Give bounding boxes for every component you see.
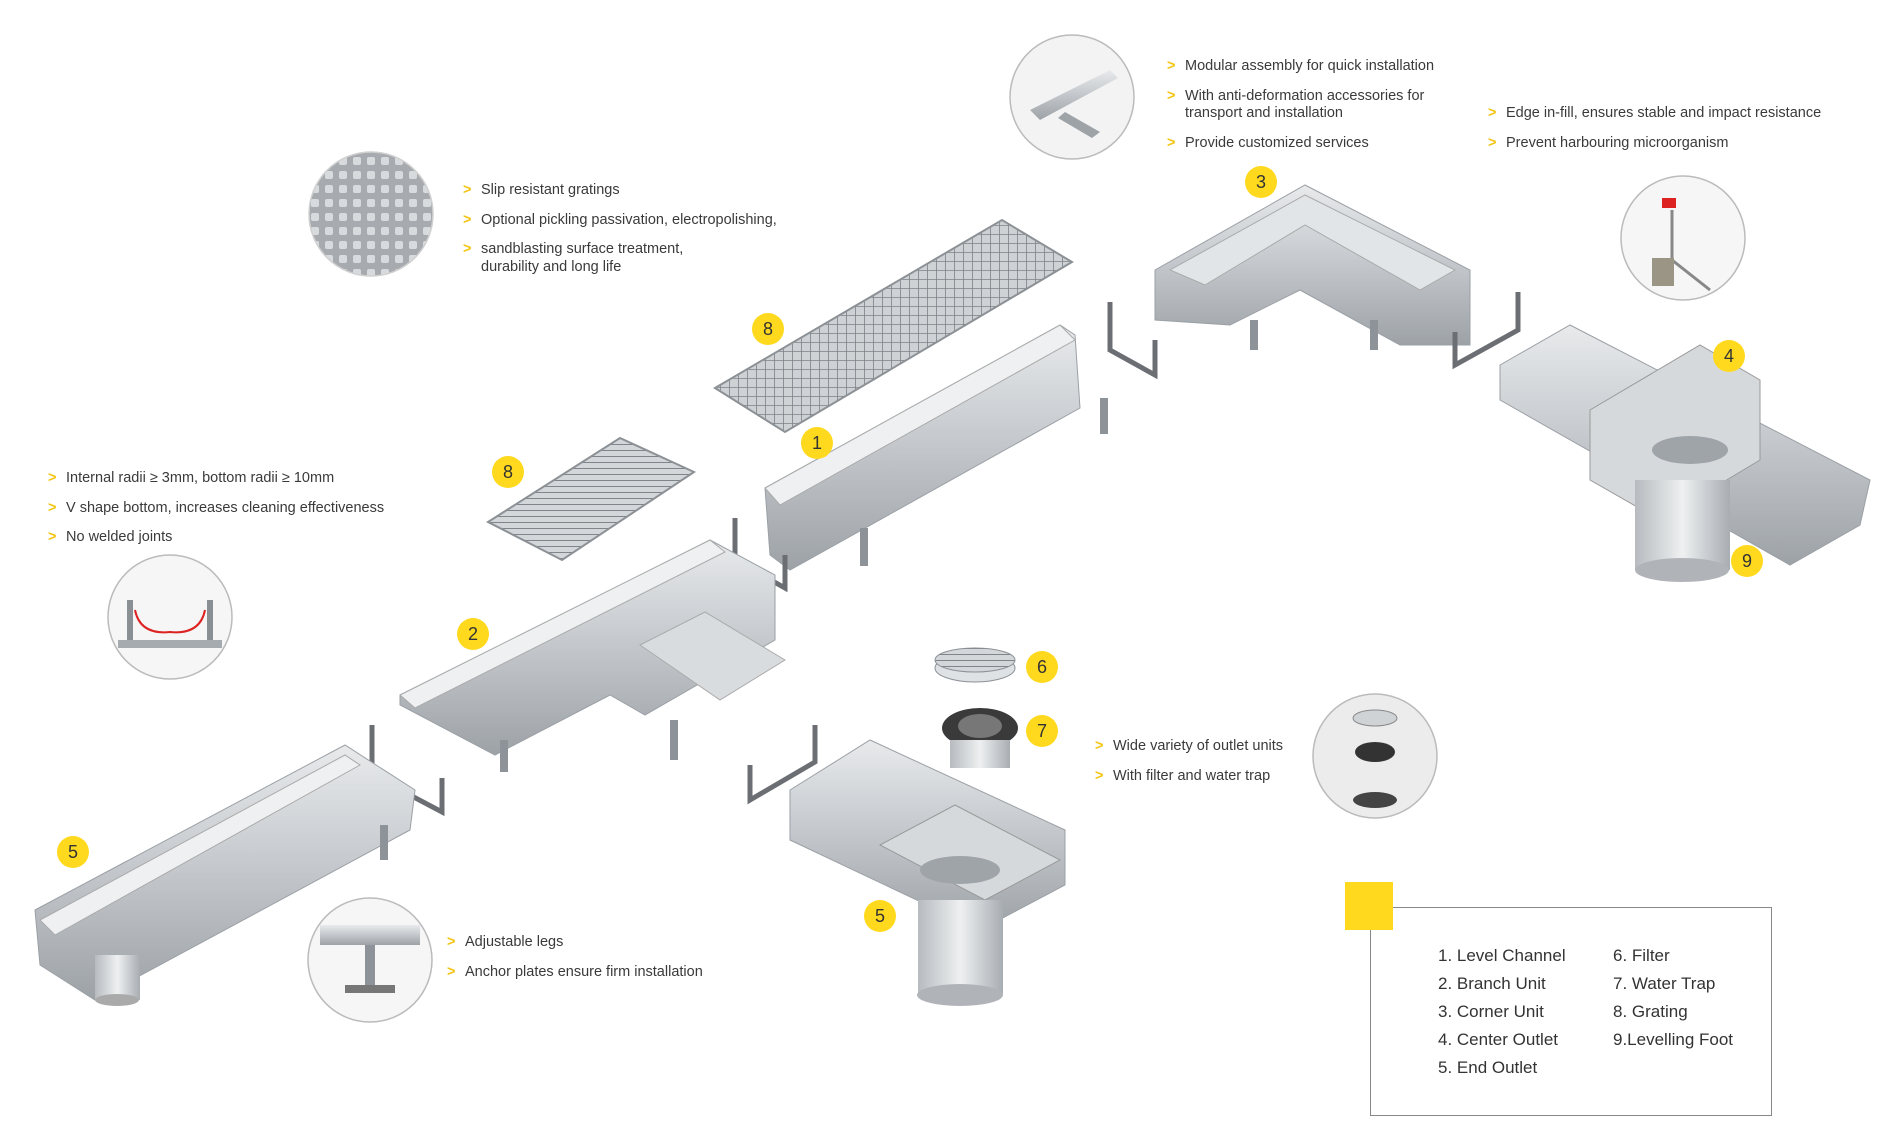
legend-item: 8. Grating [1613, 1002, 1688, 1021]
chevron-right-icon: > [48, 499, 57, 516]
edge-feature-list: >Edge in-fill, ensures stable and impact… [1488, 105, 1822, 151]
badge-end-outlet-right: 5 [864, 900, 896, 932]
legend-box [1370, 907, 1772, 1116]
legend-item: 6. Filter [1613, 946, 1670, 965]
chevron-right-icon: > [463, 182, 472, 198]
chevron-right-icon: > [1167, 58, 1176, 74]
chevron-right-icon: > [1488, 105, 1497, 121]
badge-grating-top: 8 [752, 313, 784, 345]
chevron-right-icon: > [463, 241, 472, 258]
chevron-right-icon: > [463, 211, 472, 228]
chevron-right-icon: > [1167, 135, 1176, 152]
legend-item: 4. Center Outlet [1438, 1030, 1559, 1049]
badge-end-outlet-left: 5 [57, 836, 89, 868]
edge-detail-circle [1620, 175, 1746, 301]
end-outlet-right [789, 739, 1066, 1006]
legend-accent-square [1345, 882, 1393, 930]
legend-item: 5. End Outlet [1438, 1058, 1538, 1077]
legs-feature-list: >Adjustable legs >Anchor plates ensure f… [447, 934, 703, 980]
chevron-right-icon: > [1095, 738, 1104, 754]
chevron-right-icon: > [48, 529, 57, 546]
legend-item: 3. Corner Unit [1438, 1002, 1544, 1021]
channel-feature-list: >Internal radii ≥ 3mm, bottom radii ≥ 10… [48, 470, 385, 546]
legend-item: 2. Branch Unit [1438, 974, 1546, 993]
chevron-right-icon: > [447, 963, 456, 980]
badge-level-channel: 1 [801, 427, 833, 459]
badge-water-trap: 7 [1026, 715, 1058, 747]
water-trap-part [942, 708, 1018, 768]
badge-grating-left: 8 [492, 456, 524, 488]
branch-unit [399, 539, 786, 772]
badge-levelling-foot: 9 [1731, 545, 1763, 577]
modular-feature-list: >Modular assembly for quick installation… [1167, 58, 1435, 152]
chevron-right-icon: > [1488, 134, 1497, 151]
modular-detail-circle [1009, 34, 1135, 160]
end-outlet-left [34, 744, 416, 1006]
badge-branch-unit: 2 [457, 618, 489, 650]
filter-part [934, 647, 1016, 683]
grating-top [713, 218, 1074, 434]
chevron-right-icon: > [447, 934, 456, 950]
legend-item: 9.Levelling Foot [1613, 1030, 1734, 1049]
chevron-right-icon: > [1095, 767, 1104, 784]
badge-filter: 6 [1026, 651, 1058, 683]
center-outlet [1499, 324, 1871, 582]
legend-left-column: 1. Level Channel 2. Branch Unit 3. Corne… [1438, 942, 1566, 1082]
badge-center-outlet: 4 [1713, 340, 1745, 372]
outlet-feature-list: >Wide variety of outlet units >With filt… [1095, 738, 1284, 784]
channel-profile-detail-circle [107, 554, 233, 680]
grating-detail-circle [308, 151, 434, 277]
level-channel [764, 324, 1108, 571]
chevron-right-icon: > [1167, 87, 1176, 104]
badge-corner-unit: 3 [1245, 166, 1277, 198]
legend-right-column: 6. Filter 7. Water Trap 8. Grating 9.Lev… [1613, 942, 1733, 1054]
grating-feature-list: >Slip resistant gratings >Optional pickl… [463, 182, 777, 276]
grating-left [485, 436, 697, 562]
chevron-right-icon: > [48, 470, 57, 486]
outlet-detail-circle [1312, 693, 1438, 819]
corner-unit [1154, 184, 1471, 350]
legend-item: 1. Level Channel [1438, 946, 1566, 965]
legs-detail-circle [307, 897, 433, 1023]
legend-item: 7. Water Trap [1613, 974, 1716, 993]
